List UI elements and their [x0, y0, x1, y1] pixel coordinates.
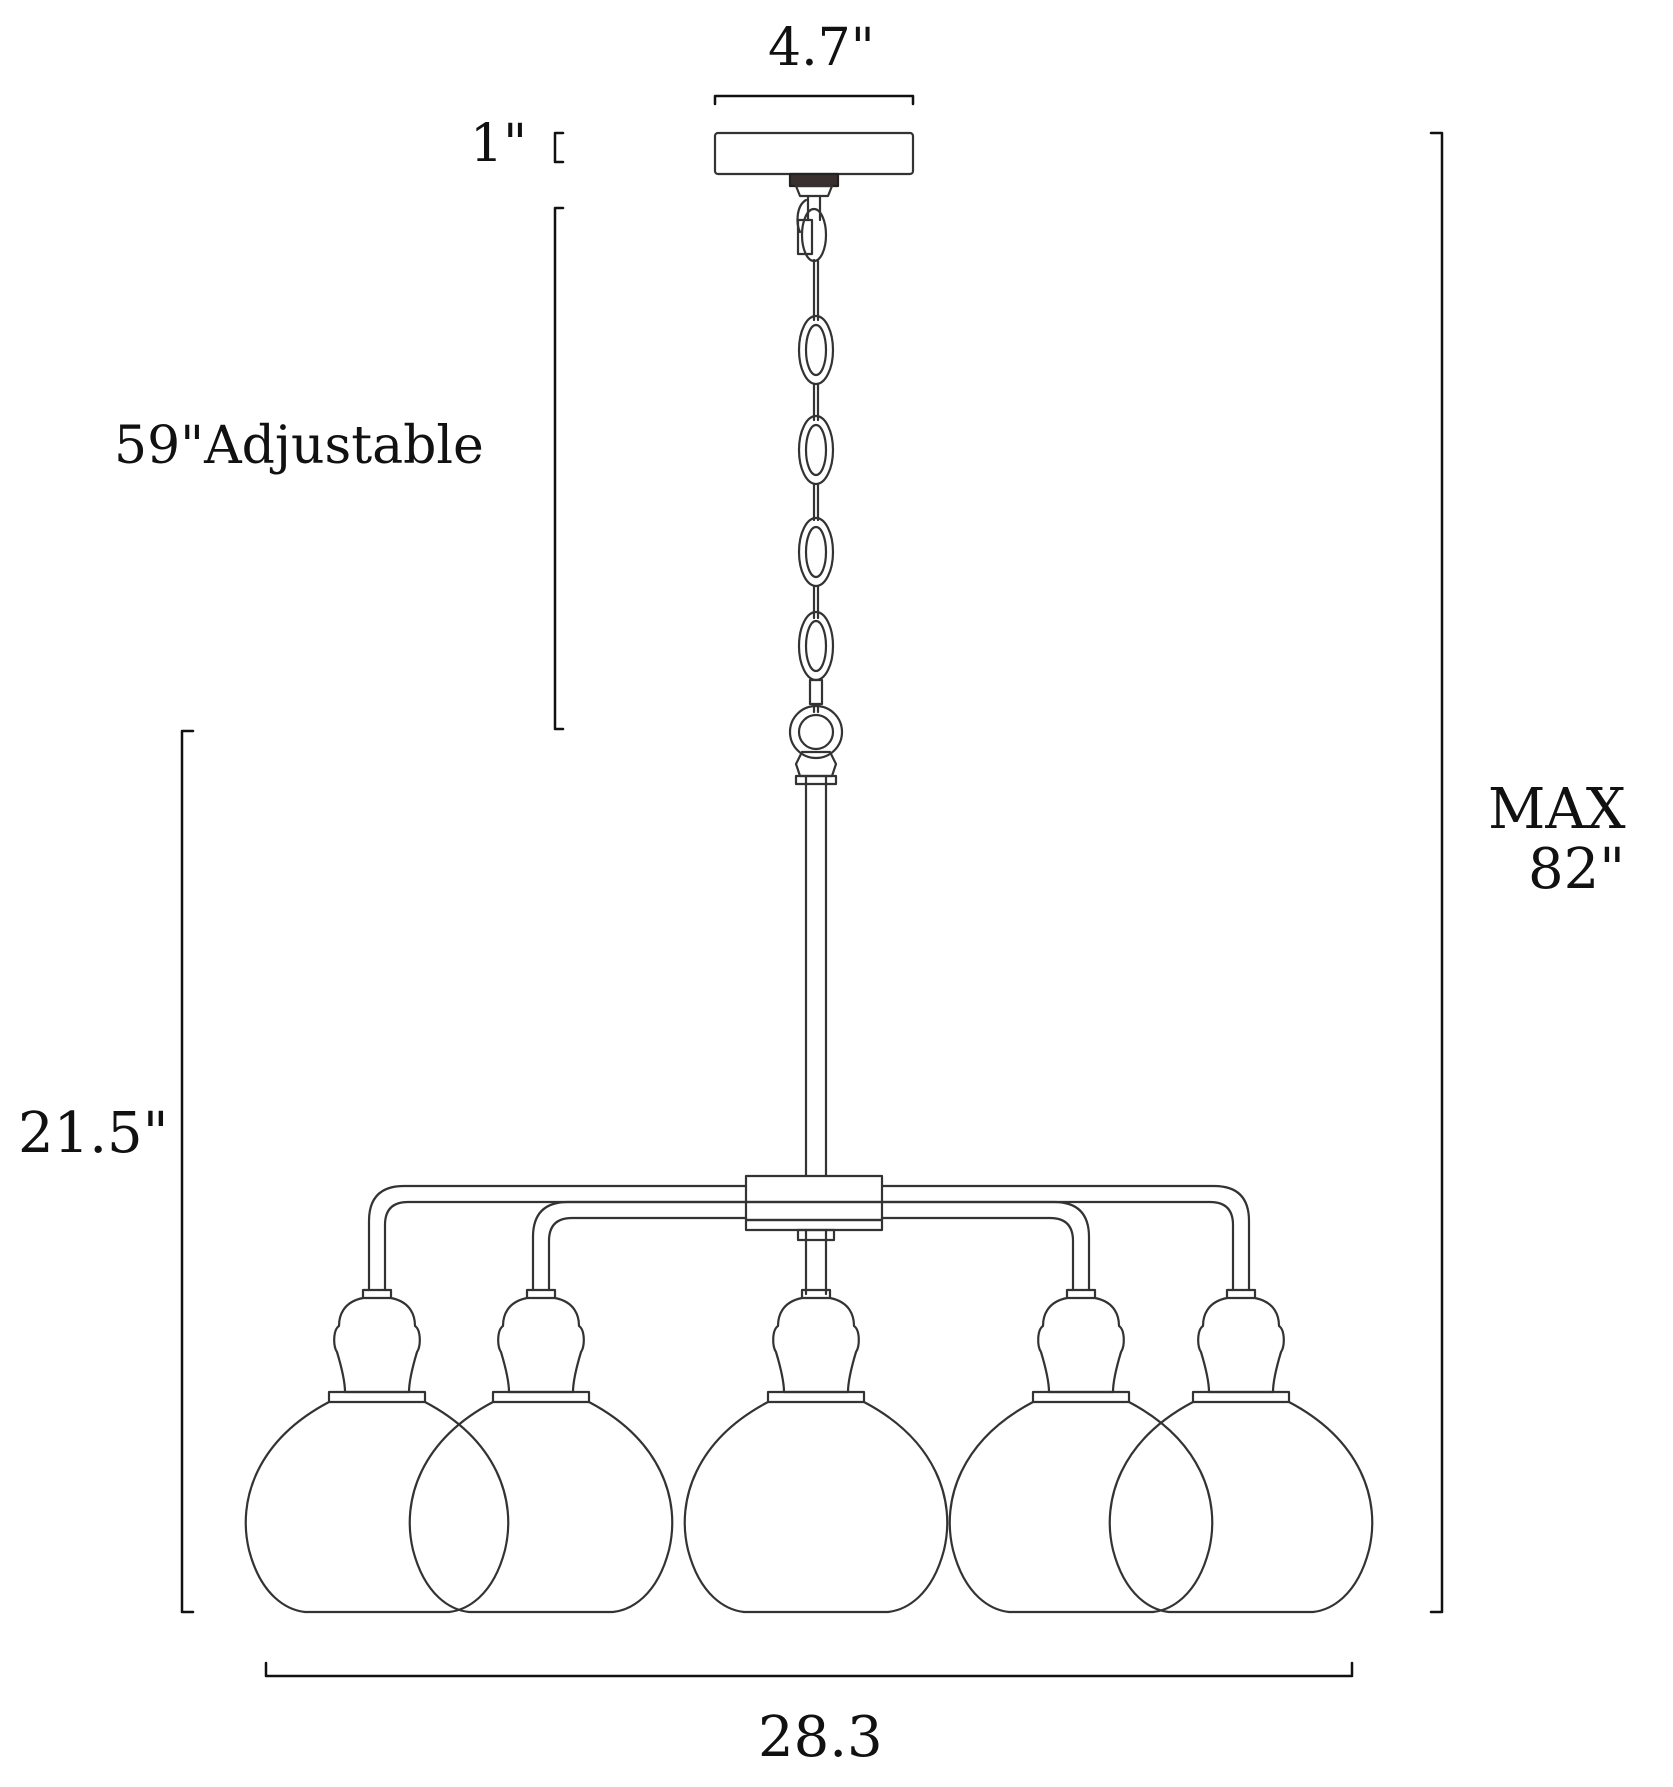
canopy-height-bracket	[553, 131, 565, 164]
max-height-label-top: MAX	[1488, 777, 1626, 842]
chain-icon	[788, 198, 844, 778]
shade-1-icon	[244, 1288, 510, 1614]
canopy-width-bracket	[713, 94, 915, 106]
fixture-width-bracket	[264, 1661, 1354, 1678]
canopy-icon	[713, 131, 915, 222]
shade-3-icon	[683, 1288, 949, 1614]
max-height-label-bottom: 82"	[1528, 837, 1626, 902]
shade-5-icon	[1108, 1288, 1374, 1614]
max-height-bracket	[1429, 131, 1444, 1614]
arms-icon	[367, 1184, 1251, 1292]
chain-length-bracket	[553, 206, 565, 731]
center-hub-icon	[744, 1174, 884, 1296]
downrod-icon	[794, 774, 838, 1178]
chain-length-label: 59"Adjustable	[114, 416, 484, 476]
fixture-width-label: 28.3	[758, 1705, 883, 1770]
fixture-height-bracket	[180, 729, 195, 1614]
fixture-height-label: 21.5"	[18, 1101, 169, 1166]
canopy-height-label: 1"	[470, 114, 528, 174]
shade-2-icon	[408, 1288, 674, 1614]
canopy-width-label: 4.7"	[768, 18, 875, 78]
shade-4-icon	[948, 1288, 1214, 1614]
